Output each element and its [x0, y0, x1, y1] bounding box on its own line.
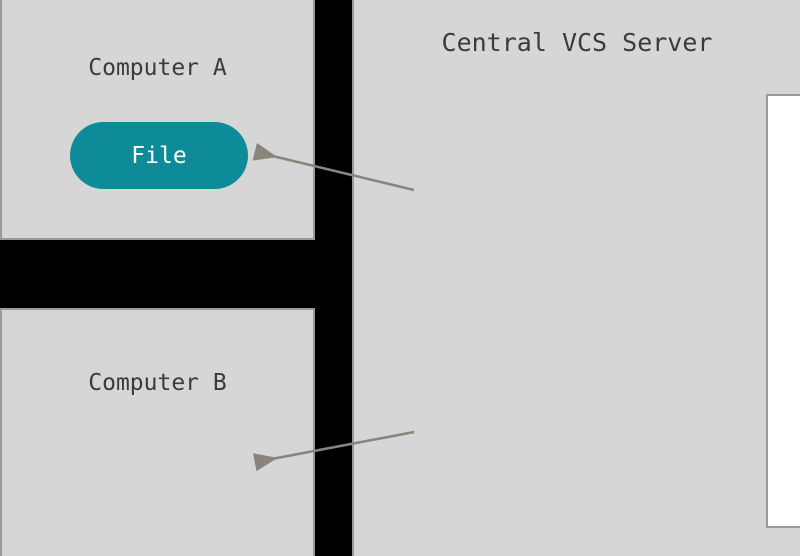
- version-database-panel: Version Database Version 3 Version 2 Ver…: [766, 94, 800, 528]
- computer-b-panel: Computer B File: [0, 308, 315, 556]
- central-vcs-server-panel: Central VCS Server Version Database Vers…: [352, 0, 800, 556]
- computer-a-title: Computer A: [88, 55, 227, 81]
- central-vcs-server-title: Central VCS Server: [441, 28, 713, 57]
- computer-a-file-node[interactable]: File: [70, 122, 248, 189]
- computer-b-title: Computer B: [88, 370, 227, 396]
- computer-a-file-label: File: [131, 142, 187, 169]
- version-database-title: Version Database: [768, 115, 800, 139]
- computer-a-panel: Computer A File: [0, 0, 315, 240]
